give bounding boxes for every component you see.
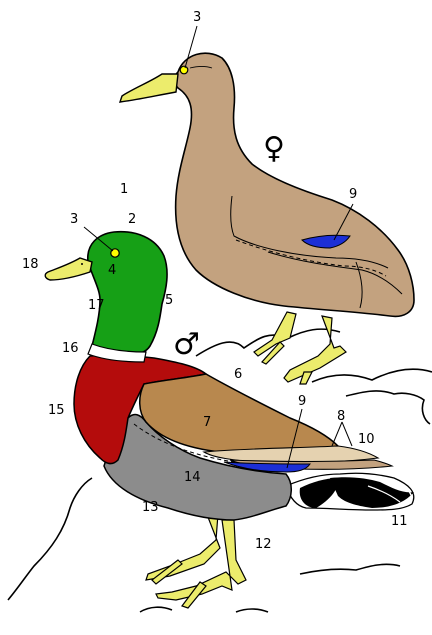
female-duck <box>118 52 415 385</box>
male-duck <box>44 230 415 609</box>
number-labels: 1 2 3 3 4 5 6 7 8 9 9 10 11 12 13 14 15 … <box>22 10 408 552</box>
label-12: 12 <box>255 537 272 552</box>
female-legs <box>253 311 347 385</box>
male-symbol-text: ♂ <box>173 327 200 362</box>
label-9-female: 9 <box>349 187 357 202</box>
female-eye <box>179 65 189 75</box>
label-1: 1 <box>120 182 128 197</box>
label-17: 17 <box>88 298 105 313</box>
label-9-male: 9 <box>298 394 306 409</box>
leader-lines <box>83 25 354 469</box>
label-5: 5 <box>165 293 173 308</box>
label-10: 10 <box>358 432 375 447</box>
label-16: 16 <box>62 341 79 356</box>
male-wing <box>139 373 340 454</box>
ground-lines <box>7 328 432 613</box>
male-legs <box>145 511 247 609</box>
male-collar <box>87 343 147 363</box>
label-8: 8 <box>337 409 345 424</box>
label-11: 11 <box>391 514 408 529</box>
male-breast <box>73 354 208 465</box>
male-flank <box>103 413 292 521</box>
male-nostril <box>81 263 83 265</box>
label-4: 4 <box>108 263 116 278</box>
male-symbol: ♂ <box>173 327 200 362</box>
label-7: 7 <box>203 415 211 430</box>
male-speculum <box>223 461 311 473</box>
female-symbol: ♀ <box>263 131 285 166</box>
male-tail <box>285 472 415 511</box>
label-13: 13 <box>142 500 159 515</box>
label-3-male: 3 <box>70 212 78 227</box>
female-wing-lines <box>230 195 403 309</box>
label-15: 15 <box>48 403 65 418</box>
label-18: 18 <box>22 257 39 272</box>
male-bill <box>44 257 93 281</box>
female-speculum <box>301 234 351 249</box>
male-head-neck <box>87 230 168 355</box>
female-body <box>173 52 415 318</box>
label-14: 14 <box>184 470 201 485</box>
label-2: 2 <box>128 212 136 227</box>
label-6: 6 <box>234 367 242 382</box>
female-bill <box>118 73 179 103</box>
label-3-female: 3 <box>193 10 201 25</box>
female-symbol-text: ♀ <box>263 131 285 166</box>
